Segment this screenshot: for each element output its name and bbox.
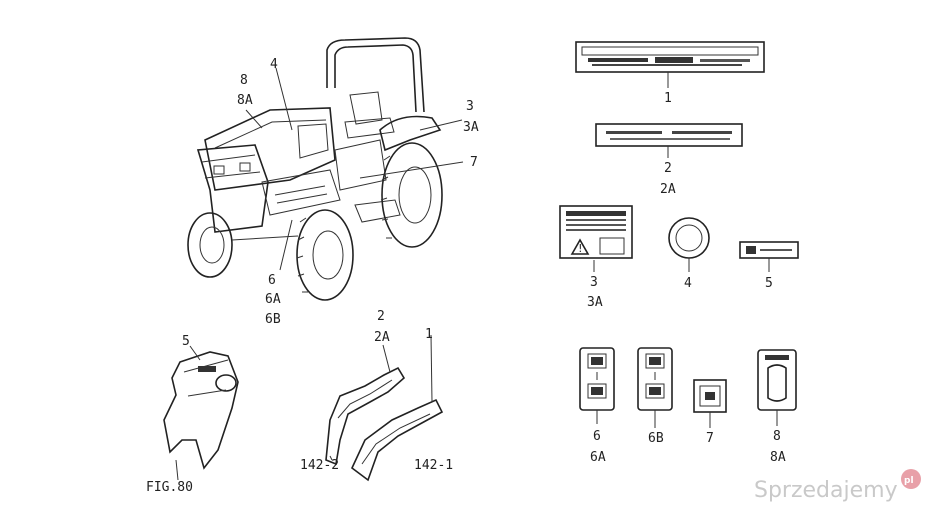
label-tractor-6b: 6B	[265, 312, 281, 327]
label-tractor-8a: 8A	[237, 93, 253, 108]
label-warning-3a: 3A	[587, 295, 603, 310]
label-tractor-6a: 6A	[265, 292, 281, 307]
decal-1	[575, 41, 765, 88]
watermark-text: Sprzedajemy	[754, 478, 898, 503]
label-fender-5: 5	[182, 334, 190, 349]
label-fig80: FIG.80	[146, 480, 193, 495]
decal-8	[757, 349, 797, 426]
decal-2	[595, 123, 743, 158]
label-b-8a: 8A	[770, 450, 786, 465]
label-b-6b: 6B	[648, 431, 664, 446]
label-small-5: 5	[765, 276, 773, 291]
label-strip-1: 1	[425, 327, 433, 342]
label-strip-2a: 2A	[374, 330, 390, 345]
watermark: Sprzedajemy pl	[754, 469, 921, 503]
label-b-6a: 6A	[590, 450, 606, 465]
label-tractor-3: 3	[466, 99, 474, 114]
label-b-7: 7	[706, 431, 714, 446]
round-decal-4	[668, 217, 710, 272]
svg-text:!: !	[577, 242, 584, 255]
tractor-illustration	[187, 37, 464, 301]
stripe-decals	[325, 334, 444, 482]
watermark-badge-text: pl	[904, 476, 914, 486]
label-tractor-7: 7	[470, 155, 478, 170]
label-strip-142-1: 142-1	[414, 458, 453, 473]
label-round-4: 4	[684, 276, 692, 291]
small-decal-5	[739, 241, 799, 272]
label-decal-2: 2	[664, 161, 672, 176]
decal-6b	[637, 347, 673, 428]
label-decal-1: 1	[664, 91, 672, 106]
decal-7	[693, 379, 727, 428]
label-b-8: 8	[773, 429, 781, 444]
label-warning-3: 3	[590, 275, 598, 290]
label-b-6: 6	[593, 429, 601, 444]
label-strip-142-2: 142-2	[300, 458, 339, 473]
label-tractor-6: 6	[268, 273, 276, 288]
warning-decal-3: !	[559, 205, 633, 272]
fender-part	[163, 345, 239, 481]
watermark-badge-icon	[901, 469, 921, 489]
label-tractor-4: 4	[270, 57, 278, 72]
label-decal-2a: 2A	[660, 182, 676, 197]
label-tractor-3a: 3A	[463, 120, 479, 135]
decal-6	[579, 347, 615, 424]
label-strip-2: 2	[377, 309, 385, 324]
label-tractor-8: 8	[240, 73, 248, 88]
